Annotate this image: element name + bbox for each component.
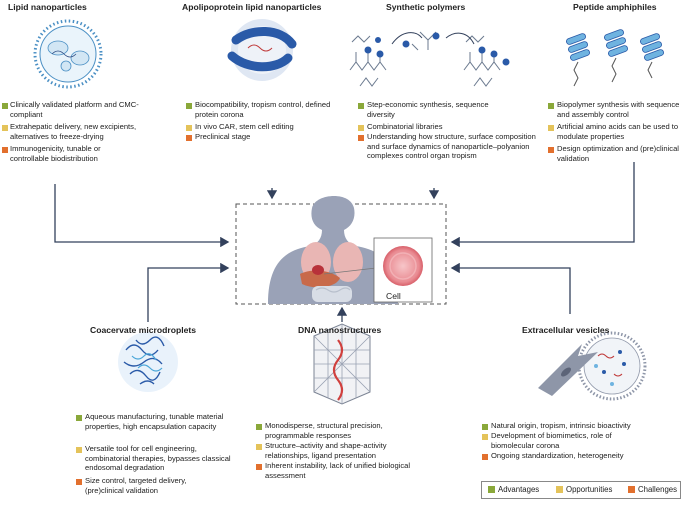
lipid-opportunity-text: Extrahepatic delivery, new excipients, a… <box>10 122 137 141</box>
cell-icon <box>383 246 423 286</box>
dna-challenge-text: Inherent instability, lack of unified bi… <box>265 461 411 480</box>
polymer-advantage-text: Step-economic synthesis, sequence divers… <box>367 100 489 119</box>
connector-arrows <box>54 162 635 322</box>
challenge-marker <box>76 479 82 485</box>
advantage-marker <box>2 103 8 109</box>
challenge-marker <box>256 464 262 470</box>
legend-advantages-label: Advantages <box>498 485 540 494</box>
legend-opportunities-swatch <box>556 486 563 493</box>
cell-label: Cell <box>386 291 401 301</box>
lipid-challenge-text: Immunogenicity, tunable or controllable … <box>10 144 101 163</box>
panel-title-synthetic-polymers: Synthetic polymers <box>386 2 466 12</box>
apolipoprotein-challenge-text: Preclinical stage <box>195 132 251 141</box>
human-body-icon <box>268 196 398 304</box>
coacervate-opportunity-text: Versatile tool for cell engineering, com… <box>85 444 231 473</box>
panel-title-dna-nanostructures: DNA nanostructures <box>298 325 382 335</box>
lipid-advantage-text: Clinically validated platform and CMC-co… <box>10 100 139 119</box>
apolipoprotein-nanoparticle-icon <box>227 19 297 81</box>
panel-title-peptide-amphiphiles: Peptide amphiphiles <box>573 2 657 12</box>
advantage-marker <box>358 103 364 109</box>
coacervate-challenge-text: Size control, targeted delivery, (pre)cl… <box>85 476 187 495</box>
lipid-nanoparticle-icon <box>33 19 103 89</box>
peptide-challenge-text: Design optimization and (pre)clinical va… <box>557 144 679 163</box>
polymer-opportunity-text: Combinatorial libraries <box>367 122 443 131</box>
ev-advantage-text: Natural origin, tropism, intrinsic bioac… <box>491 421 631 430</box>
advantage-marker <box>256 424 262 430</box>
panel-title-lipid-nanoparticles: Lipid nanoparticles <box>8 2 87 12</box>
panel-title-apolipoprotein: Apolipoprotein lipid nanoparticles <box>182 2 322 12</box>
coacervate-droplet-icon <box>118 332 178 392</box>
polymer-beads <box>364 32 510 66</box>
legend: Advantages Opportunities Challenges <box>481 481 681 499</box>
coacervate-advantage-text: Aqueous manufacturing, tunable material … <box>85 412 224 431</box>
peptide-opportunity-text: Artificial amino acids can be used to mo… <box>557 122 679 141</box>
peptide-advantage-text: Biopolymer synthesis with sequence and a… <box>557 100 680 119</box>
legend-challenges-label: Challenges <box>638 485 678 494</box>
opportunity-marker <box>256 444 262 450</box>
panel-title-extracellular-vesicles: Extracellular vesicles <box>522 325 610 335</box>
opportunity-marker <box>548 125 554 131</box>
advantage-marker <box>76 415 82 421</box>
opportunity-marker <box>186 125 192 131</box>
opportunity-marker <box>2 125 8 131</box>
challenge-marker <box>482 454 488 460</box>
legend-opportunities-label: Opportunities <box>566 485 613 494</box>
advantage-marker <box>548 103 554 109</box>
polymer-challenge-text: Understanding how structure, surface com… <box>367 132 536 161</box>
synthetic-polymer-icon <box>349 31 501 87</box>
extracellular-vesicle-icon <box>538 331 647 401</box>
opportunity-marker <box>358 125 364 131</box>
legend-advantages-swatch <box>488 486 495 493</box>
challenge-marker <box>186 135 192 141</box>
legend-challenges-swatch <box>628 486 635 493</box>
opportunity-marker <box>76 447 82 453</box>
dna-opportunity-text: Structure–activity and shape-activity re… <box>265 441 387 460</box>
apolipoprotein-opportunity-text: In vivo CAR, stem cell editing <box>195 122 294 131</box>
panel-title-coacervate: Coacervate microdroplets <box>90 325 197 335</box>
dna-nanostructure-icon <box>313 323 371 405</box>
challenge-marker <box>358 135 364 141</box>
advantage-marker <box>186 103 192 109</box>
challenge-marker <box>2 147 8 153</box>
dna-advantage-text: Monodisperse, structural precision, prog… <box>265 421 383 440</box>
advantage-marker <box>482 424 488 430</box>
challenge-marker <box>548 147 554 153</box>
ev-challenge-text: Ongoing standardization, heterogeneity <box>491 451 624 460</box>
apolipoprotein-advantage-text: Biocompatibility, tropism control, defin… <box>195 100 331 119</box>
opportunity-marker <box>482 434 488 440</box>
ev-opportunity-text: Development of biomimetics, role of biom… <box>491 431 612 450</box>
peptide-amphiphile-icon <box>566 29 664 87</box>
